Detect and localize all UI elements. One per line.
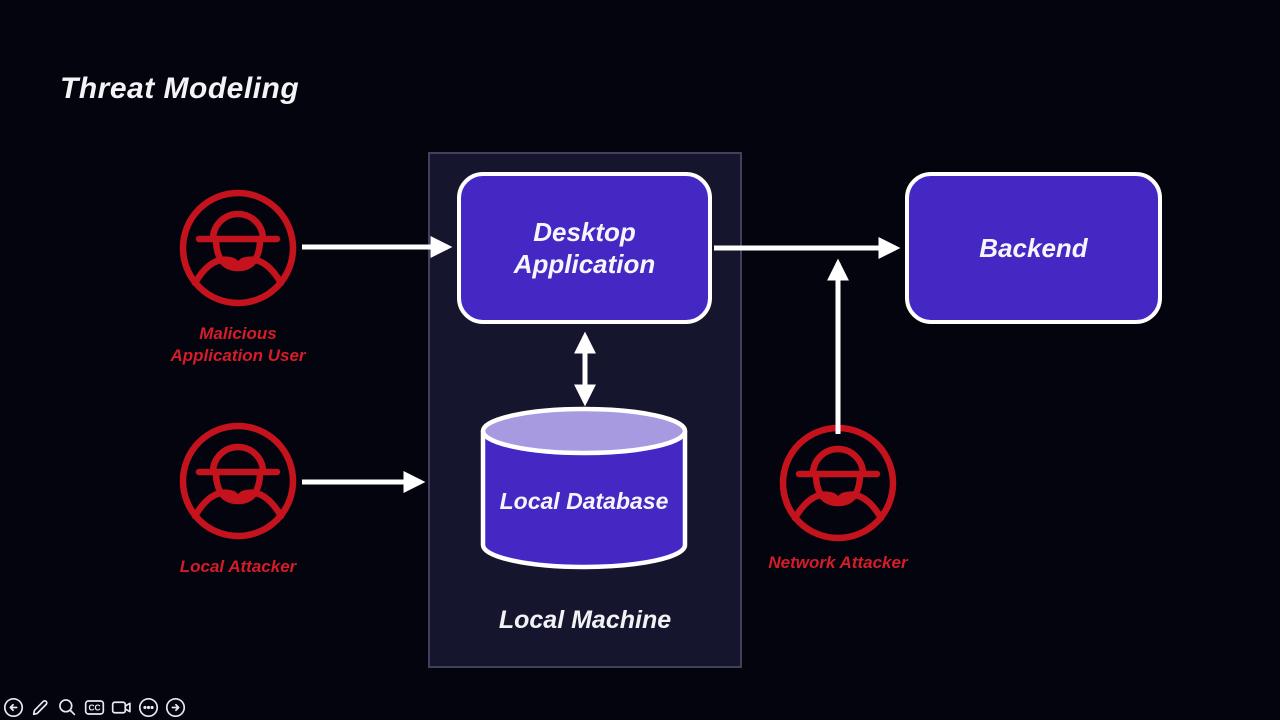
more-ellipsis-icon: [138, 697, 158, 717]
back-button[interactable]: [2, 696, 24, 718]
forward-button[interactable]: [164, 696, 186, 718]
malicious-user-icon: [179, 189, 297, 307]
local-machine-label: Local Machine: [498, 606, 672, 634]
database-cylinder-icon: [480, 406, 688, 570]
local-attacker-label: Local Attacker: [179, 557, 297, 576]
backend-node: Backend: [905, 172, 1162, 324]
captions-button[interactable]: CC: [83, 696, 105, 718]
backend-label: Backend: [979, 232, 1088, 263]
zoom-button[interactable]: [56, 696, 78, 718]
malicious-user-label: Malicious Application User: [170, 324, 306, 366]
player-toolbar: CC: [2, 696, 186, 718]
local-attacker-icon: [179, 422, 297, 540]
pencil-icon: [32, 699, 48, 715]
local-database-label: Local Database: [499, 488, 669, 514]
page-title: Threat Modeling: [60, 72, 300, 105]
local-database-node: [477, 405, 691, 573]
desktop-application-label: Desktop Application: [513, 216, 656, 280]
back-icon: [3, 697, 23, 717]
more-button[interactable]: [137, 696, 159, 718]
desktop-application-node: Desktop Application: [457, 172, 712, 324]
magnifier-icon: [58, 698, 75, 715]
svg-text:CC: CC: [88, 702, 100, 712]
draw-button[interactable]: [29, 696, 51, 718]
camera-button[interactable]: [110, 696, 132, 718]
forward-icon: [165, 697, 185, 717]
camera-icon: [111, 700, 131, 714]
network-attacker-label: Network Attacker: [768, 553, 908, 572]
closed-captions-icon: CC: [84, 699, 104, 715]
network-attacker-icon: [779, 424, 897, 542]
